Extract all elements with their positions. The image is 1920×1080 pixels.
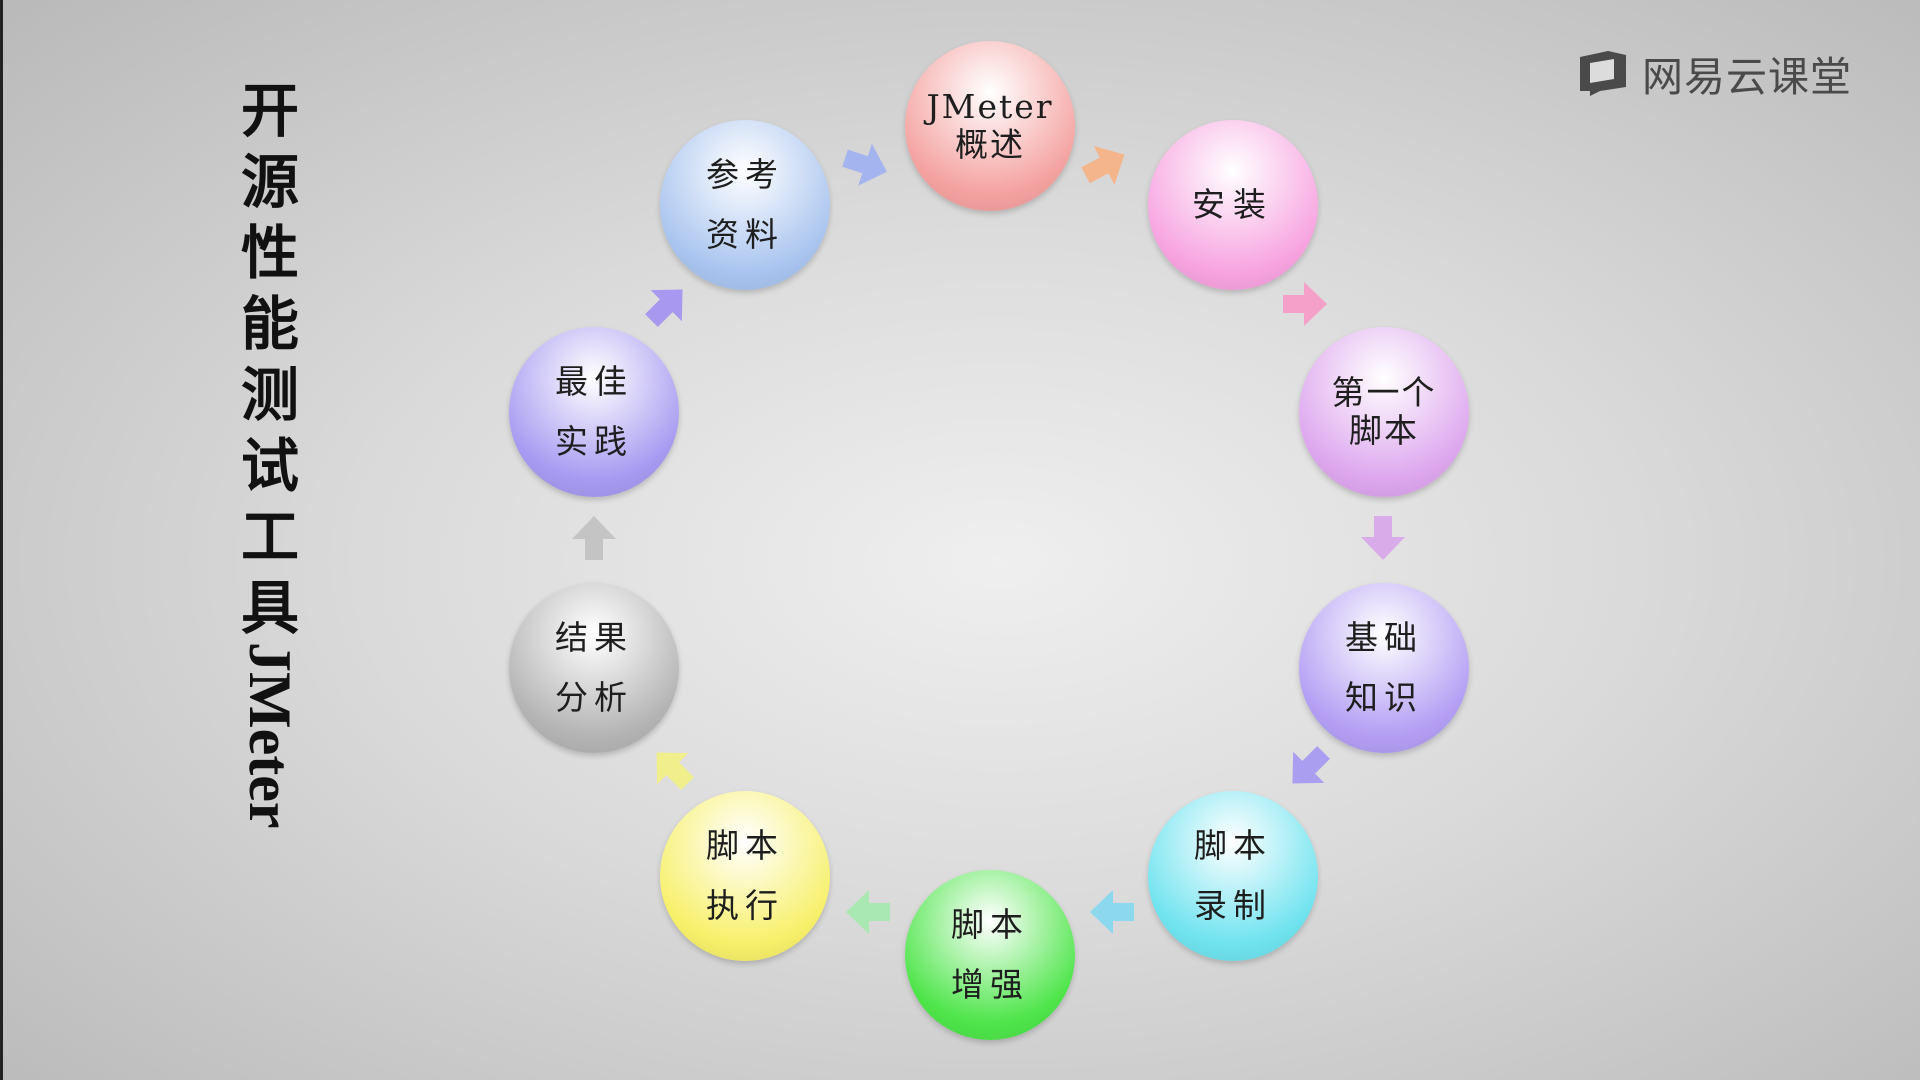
step-label-line: 录制 bbox=[1194, 886, 1272, 925]
step-script-recording: 脚本录制 bbox=[1148, 791, 1318, 961]
title-char: 具 bbox=[240, 574, 299, 642]
title-char: 性 bbox=[240, 219, 299, 287]
flow-arrow-icon bbox=[1283, 743, 1333, 793]
brand-logo: 网易云课堂 bbox=[1578, 48, 1852, 101]
step-label-line: JMeter bbox=[926, 87, 1054, 126]
title-char: 能 bbox=[240, 290, 299, 358]
flow-arrow-icon bbox=[569, 513, 619, 563]
flow-arrow-icon bbox=[1280, 279, 1330, 329]
flow-arrow-icon bbox=[1080, 140, 1130, 190]
step-label-line: 脚本 bbox=[1349, 411, 1419, 450]
step-label-line: 增强 bbox=[951, 965, 1029, 1004]
title-char: 工 bbox=[240, 503, 299, 571]
step-label-line: 第一个 bbox=[1331, 373, 1437, 412]
step-label-line: 安装 bbox=[1192, 185, 1274, 224]
flow-arrow-icon bbox=[841, 140, 891, 190]
step-basic-knowledge: 基础知识 bbox=[1299, 583, 1469, 753]
flow-arrow-icon bbox=[642, 280, 692, 330]
flow-arrow-icon bbox=[1087, 887, 1137, 937]
step-best-practice: 最佳实践 bbox=[509, 327, 679, 497]
book-icon bbox=[1580, 51, 1626, 96]
step-label-line: 实践 bbox=[555, 422, 633, 461]
left-edge-bar bbox=[0, 0, 3, 1080]
step-label-line: 资料 bbox=[706, 215, 784, 254]
title-char: 源 bbox=[240, 148, 299, 216]
step-label-line: 知识 bbox=[1345, 678, 1423, 717]
step-label-line: 参考 bbox=[706, 155, 784, 194]
step-label-line: 分析 bbox=[555, 678, 633, 717]
step-label-line: 概述 bbox=[955, 125, 1025, 164]
step-label-line: 脚本 bbox=[951, 905, 1029, 944]
step-label-line: 基础 bbox=[1345, 618, 1423, 657]
flow-arrow-icon bbox=[647, 743, 697, 793]
flow-arrow-icon bbox=[843, 887, 893, 937]
step-label-line: 执行 bbox=[706, 886, 784, 925]
step-references: 参考资料 bbox=[660, 120, 830, 290]
step-label-line: 结果 bbox=[555, 618, 633, 657]
step-install: 安装 bbox=[1148, 120, 1318, 290]
flow-arrow-icon bbox=[1358, 513, 1408, 563]
vertical-title: 开 源 性 能 测 试 工 具 JMeter bbox=[225, 76, 315, 829]
title-char: 测 bbox=[240, 361, 299, 429]
brand-text: 网易云课堂 bbox=[1642, 53, 1852, 101]
title-latin: JMeter bbox=[237, 642, 303, 829]
title-char: 试 bbox=[240, 432, 299, 500]
step-label-line: 最佳 bbox=[555, 362, 633, 401]
step-script-execution: 脚本执行 bbox=[660, 791, 830, 961]
step-label-line: 脚本 bbox=[1194, 826, 1272, 865]
step-script-enhancement: 脚本增强 bbox=[905, 870, 1075, 1040]
step-label-line: 脚本 bbox=[706, 826, 784, 865]
step-result-analysis: 结果分析 bbox=[509, 583, 679, 753]
step-first-script: 第一个脚本 bbox=[1299, 327, 1469, 497]
title-char: 开 bbox=[240, 77, 299, 145]
